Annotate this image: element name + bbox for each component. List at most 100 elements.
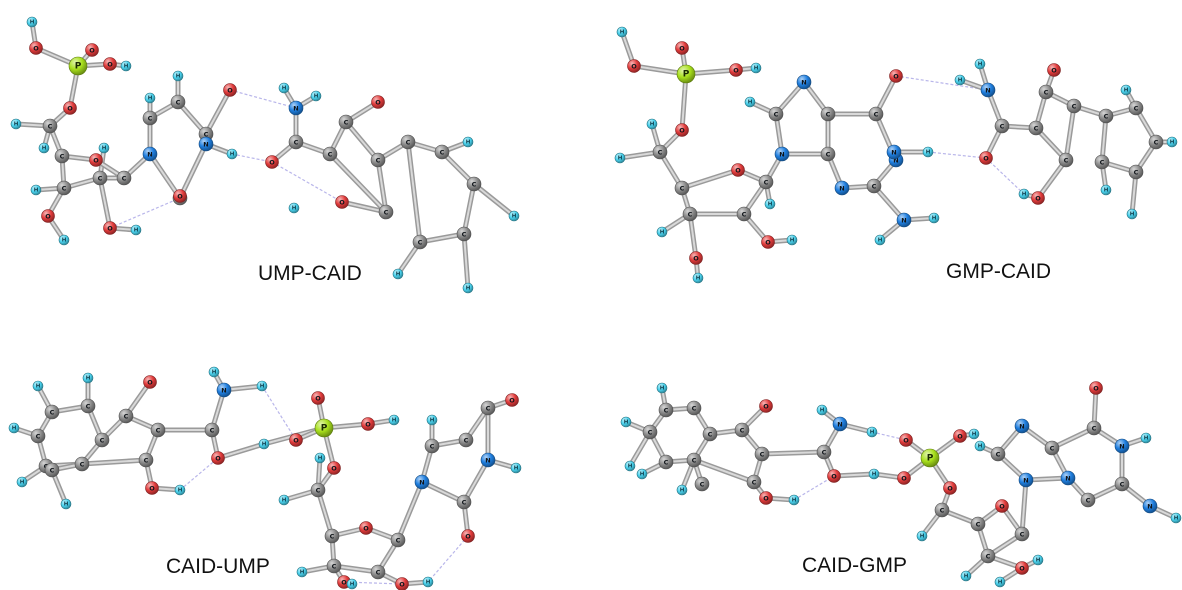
atom-p: P [920, 448, 940, 468]
atom-c: C [734, 422, 750, 438]
svg-text:C: C [294, 139, 299, 147]
atom-c: C [1098, 108, 1114, 124]
atom-h: H [620, 416, 632, 428]
atom-h: H [1018, 188, 1030, 200]
svg-text:N: N [293, 105, 298, 113]
atom-h: H [278, 494, 290, 506]
atom-o: O [143, 375, 157, 389]
svg-text:C: C [986, 553, 991, 561]
atom-c: C [456, 494, 472, 510]
atom-h: H [816, 404, 828, 416]
atom-c: C [42, 118, 58, 134]
svg-text:H: H [1170, 140, 1175, 146]
atom-c: C [1086, 420, 1102, 436]
svg-text:H: H [292, 206, 297, 212]
svg-text:H: H [512, 214, 517, 220]
svg-text:N: N [1023, 477, 1028, 485]
svg-text:H: H [392, 418, 397, 424]
atom-n: N [288, 100, 304, 116]
atom-n: N [896, 212, 912, 228]
bond [1065, 105, 1075, 161]
svg-text:C: C [204, 131, 209, 139]
atom-o: O [63, 101, 77, 115]
svg-text:C: C [940, 507, 945, 515]
svg-text:O: O [901, 475, 907, 483]
svg-text:H: H [148, 96, 153, 102]
atom-h: H [692, 272, 704, 284]
svg-text:C: C [1072, 103, 1077, 111]
svg-text:H: H [124, 64, 129, 70]
atom-o: O [995, 499, 1009, 513]
bond [689, 213, 697, 259]
svg-text:O: O [215, 455, 221, 463]
atom-c: C [1094, 154, 1110, 170]
atom-c: C [400, 134, 416, 150]
atom-h: H [974, 58, 986, 70]
svg-text:C: C [708, 431, 713, 439]
atom-c: C [768, 106, 784, 122]
svg-text:O: O [957, 433, 963, 441]
bond [463, 183, 475, 235]
atom-n: N [480, 452, 496, 468]
atom-o: O [729, 63, 743, 77]
svg-text:C: C [464, 437, 469, 445]
atom-c: C [138, 452, 154, 468]
svg-text:C: C [1086, 497, 1091, 505]
atom-c: C [754, 446, 770, 462]
svg-text:C: C [692, 405, 697, 413]
svg-text:O: O [365, 421, 371, 429]
svg-text:O: O [831, 473, 837, 481]
svg-text:C: C [1092, 425, 1097, 433]
atom-n: N [216, 382, 232, 398]
svg-text:H: H [978, 444, 983, 450]
svg-text:C: C [664, 407, 669, 415]
atom-h: H [144, 92, 156, 104]
atom-o: O [1089, 381, 1103, 395]
atom-h: H [954, 74, 966, 86]
svg-text:P: P [321, 424, 328, 434]
atom-c: C [674, 180, 690, 196]
svg-text:C: C [472, 181, 477, 189]
svg-text:N: N [1147, 503, 1152, 511]
svg-text:H: H [36, 384, 41, 390]
atom-c: C [288, 134, 304, 150]
svg-text:O: O [331, 465, 337, 473]
atom-c: C [338, 114, 354, 130]
svg-text:C: C [86, 403, 91, 411]
atom-o: O [953, 429, 967, 443]
svg-text:O: O [149, 485, 155, 493]
svg-text:C: C [430, 443, 435, 451]
svg-text:H: H [466, 286, 471, 292]
svg-text:O: O [147, 379, 153, 387]
atom-h: H [422, 576, 434, 588]
atom-c: C [1044, 440, 1060, 456]
svg-text:C: C [376, 569, 381, 577]
atom-p: P [68, 56, 88, 76]
svg-text:C: C [1154, 139, 1159, 147]
svg-text:C: C [1104, 113, 1109, 121]
bond [341, 201, 387, 213]
atom-h: H [82, 372, 94, 384]
svg-text:H: H [964, 574, 969, 580]
svg-text:O: O [293, 437, 299, 445]
atom-o: O [85, 43, 99, 57]
svg-text:O: O [465, 533, 471, 541]
svg-text:C: C [664, 459, 669, 467]
svg-text:O: O [735, 167, 741, 175]
hydrogen-bond [985, 157, 1025, 195]
svg-text:H: H [176, 74, 181, 80]
svg-text:C: C [332, 563, 337, 571]
bond [217, 443, 265, 459]
atom-n: N [1014, 418, 1030, 434]
svg-text:O: O [33, 45, 39, 53]
svg-text:N: N [221, 387, 226, 395]
bond [1051, 427, 1095, 449]
atom-h: H [764, 198, 776, 210]
atom-c: C [652, 144, 668, 160]
atom-o: O [359, 521, 373, 535]
atom-c: C [1066, 98, 1082, 114]
svg-text:O: O [509, 397, 515, 405]
atom-h: H [426, 414, 438, 426]
svg-text:O: O [679, 45, 685, 53]
svg-text:C: C [1034, 125, 1039, 133]
